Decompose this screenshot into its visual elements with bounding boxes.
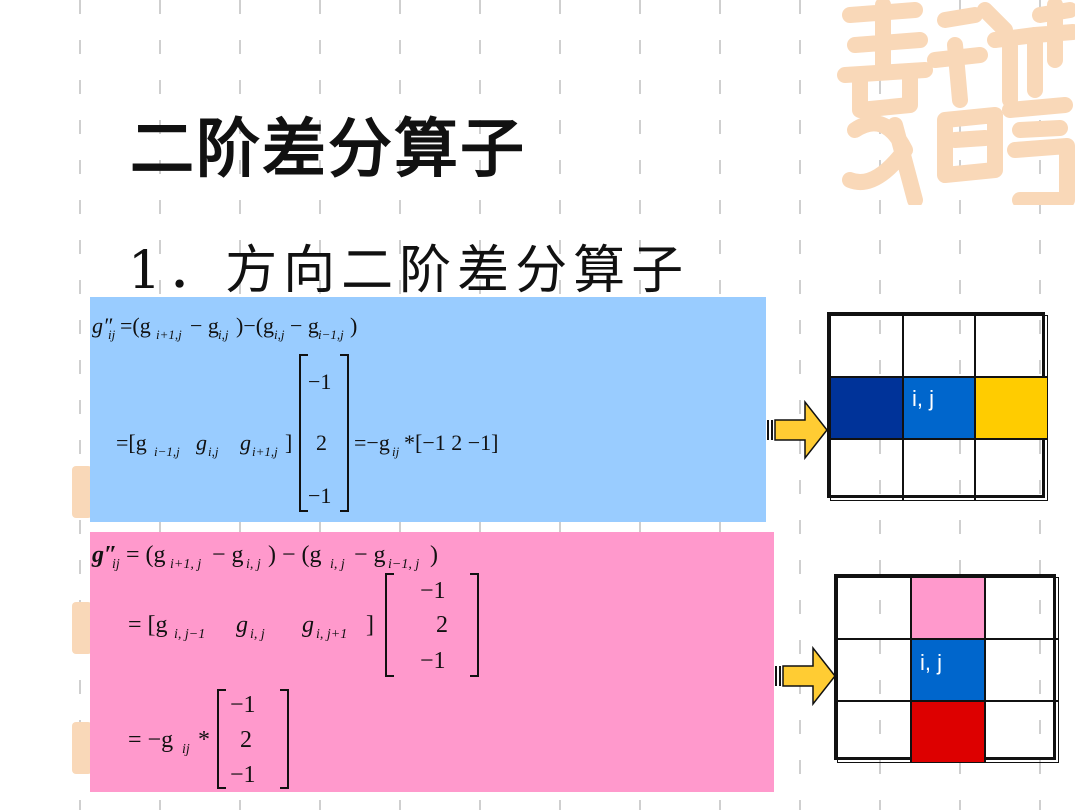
svg-text:ij: ij — [182, 742, 190, 757]
grid-cell-top — [911, 577, 985, 639]
svg-text:*[−1 2 −1]: *[−1 2 −1] — [404, 430, 498, 455]
svg-text:i−1, j: i−1, j — [388, 557, 419, 572]
svg-text:−1: −1 — [420, 578, 446, 604]
arrow-right-icon — [775, 645, 836, 707]
svg-text:ij: ij — [108, 327, 116, 342]
svg-text:− g: − g — [212, 542, 244, 568]
row-neighborhood-grid: i, j — [827, 312, 1048, 501]
col-neighborhood-grid: i, j — [834, 574, 1059, 763]
arrow-right-icon — [767, 399, 828, 461]
grid-cell-center: i, j — [903, 377, 975, 439]
svg-text:−1: −1 — [230, 762, 256, 788]
svg-text:= −g: = −g — [128, 727, 173, 753]
svg-text:= [g: = [g — [128, 612, 168, 638]
svg-text:i+1, j: i+1, j — [170, 557, 201, 572]
svg-text:2: 2 — [316, 430, 327, 455]
grid-cell-left — [830, 377, 903, 439]
center-label: i, j — [920, 650, 942, 675]
svg-text:g″: g″ — [91, 542, 117, 568]
svg-text:−1: −1 — [308, 483, 331, 508]
svg-text:g: g — [196, 430, 207, 455]
equation-col-formula: g″ ij = (g i+1, j − g i, j ) − (g i, j −… — [91, 542, 479, 789]
grid-cell — [837, 701, 911, 763]
svg-text:g: g — [240, 430, 251, 455]
slide-title: 二阶差分算子 — [130, 113, 526, 187]
grid-cell — [830, 439, 903, 501]
svg-text:): ) — [350, 313, 357, 338]
svg-text:): ) — [430, 542, 438, 568]
grid-cell — [975, 439, 1048, 501]
svg-text:i−1,j: i−1,j — [318, 327, 344, 342]
grid-cell — [975, 315, 1048, 377]
svg-text:]: ] — [285, 430, 292, 455]
svg-text:i−1,j: i−1,j — [154, 444, 180, 459]
svg-text:−1: −1 — [230, 692, 256, 718]
svg-text:i,j: i,j — [218, 327, 229, 342]
grid-cell — [985, 577, 1059, 639]
grid-cell — [903, 315, 975, 377]
center-label: i, j — [912, 386, 934, 411]
svg-text:]: ] — [366, 612, 374, 638]
svg-text:2: 2 — [436, 612, 448, 638]
svg-text:ij: ij — [392, 444, 400, 459]
svg-text:−1: −1 — [308, 369, 331, 394]
small-seal-icon — [72, 722, 92, 774]
svg-text:i, j−1: i, j−1 — [174, 627, 205, 642]
grid-cell — [903, 439, 975, 501]
svg-text:=(g: =(g — [120, 313, 151, 338]
svg-text:g″: g″ — [92, 313, 113, 338]
svg-text:i, j: i, j — [246, 557, 261, 572]
grid-cell — [985, 639, 1059, 701]
grid-cell — [837, 577, 911, 639]
svg-text:− g: − g — [354, 542, 386, 568]
svg-text:i+1,j: i+1,j — [252, 444, 278, 459]
equation-panel-col — [90, 532, 774, 792]
svg-text:i, j: i, j — [330, 557, 345, 572]
svg-text:g: g — [236, 612, 248, 638]
svg-text:ij: ij — [112, 557, 120, 572]
svg-text:*: * — [198, 727, 210, 753]
svg-text:)−(g: )−(g — [236, 313, 274, 338]
svg-text:i,j: i,j — [274, 327, 285, 342]
svg-text:g: g — [302, 612, 314, 638]
svg-text:i+1,j: i+1,j — [156, 327, 182, 342]
svg-text:i, j+1: i, j+1 — [316, 627, 347, 642]
equation-panel-row — [90, 297, 766, 522]
grid-cell-right — [975, 377, 1048, 439]
svg-text:− g: − g — [190, 313, 219, 338]
grid-cell-center: i, j — [911, 639, 985, 701]
seal-logo-icon — [837, 0, 1075, 205]
grid-cell — [985, 701, 1059, 763]
grid-cell-bottom — [911, 701, 985, 763]
svg-text:i, j: i, j — [250, 627, 265, 642]
svg-text:=−g: =−g — [354, 430, 390, 455]
small-seal-icon — [72, 602, 92, 654]
svg-text:−1: −1 — [420, 648, 446, 674]
grid-cell — [830, 315, 903, 377]
grid-cell — [837, 639, 911, 701]
slide-subtitle: 1．方向二阶差分算子 — [128, 241, 690, 301]
svg-text:) − (g: ) − (g — [268, 542, 322, 568]
svg-text:=[g: =[g — [116, 430, 147, 455]
svg-text:− g: − g — [290, 313, 319, 338]
small-seal-icon — [72, 466, 92, 518]
equation-row-formula: g″ ij =(g i+1,j − g i,j )−(g i,j − g i−1… — [92, 313, 498, 512]
svg-text:i,j: i,j — [208, 444, 219, 459]
svg-text:= (g: = (g — [126, 542, 166, 568]
svg-text:2: 2 — [240, 727, 252, 753]
